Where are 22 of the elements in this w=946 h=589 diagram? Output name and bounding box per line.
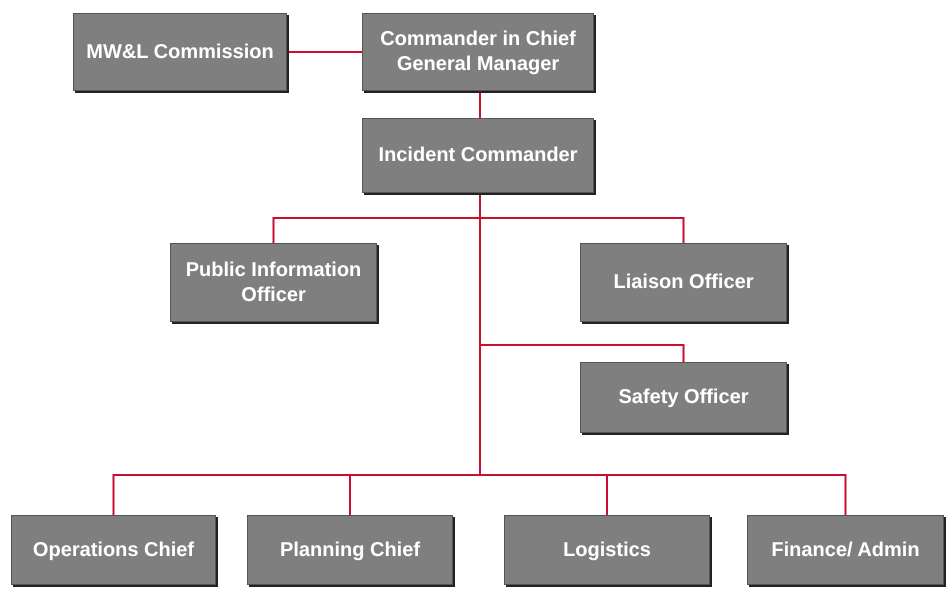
org-box [362,118,594,193]
org-box [73,13,287,91]
role-label: Finance/ Admin [770,538,921,562]
role-label: Safety Officer [617,385,750,410]
role-label: Liaison Officer [612,270,755,295]
org-box [170,243,377,322]
org-box [747,515,944,585]
role-label: Commander in Chief General Manager [379,27,577,77]
org-box [11,515,216,585]
role-label: Operations Chief [32,538,196,562]
role-label: Planning Chief [279,538,422,562]
org-box [580,243,787,322]
role-label: Logistics [562,538,652,562]
org-box [580,362,787,433]
connector-line [479,91,481,118]
role-label: Incident Commander [378,143,578,168]
org-box [504,515,710,585]
org-box [362,13,594,91]
connector-line [287,51,362,53]
role-label: MW&L Commission [85,40,275,64]
org-box [247,515,453,585]
role-label: Public Information Officer [184,258,362,308]
